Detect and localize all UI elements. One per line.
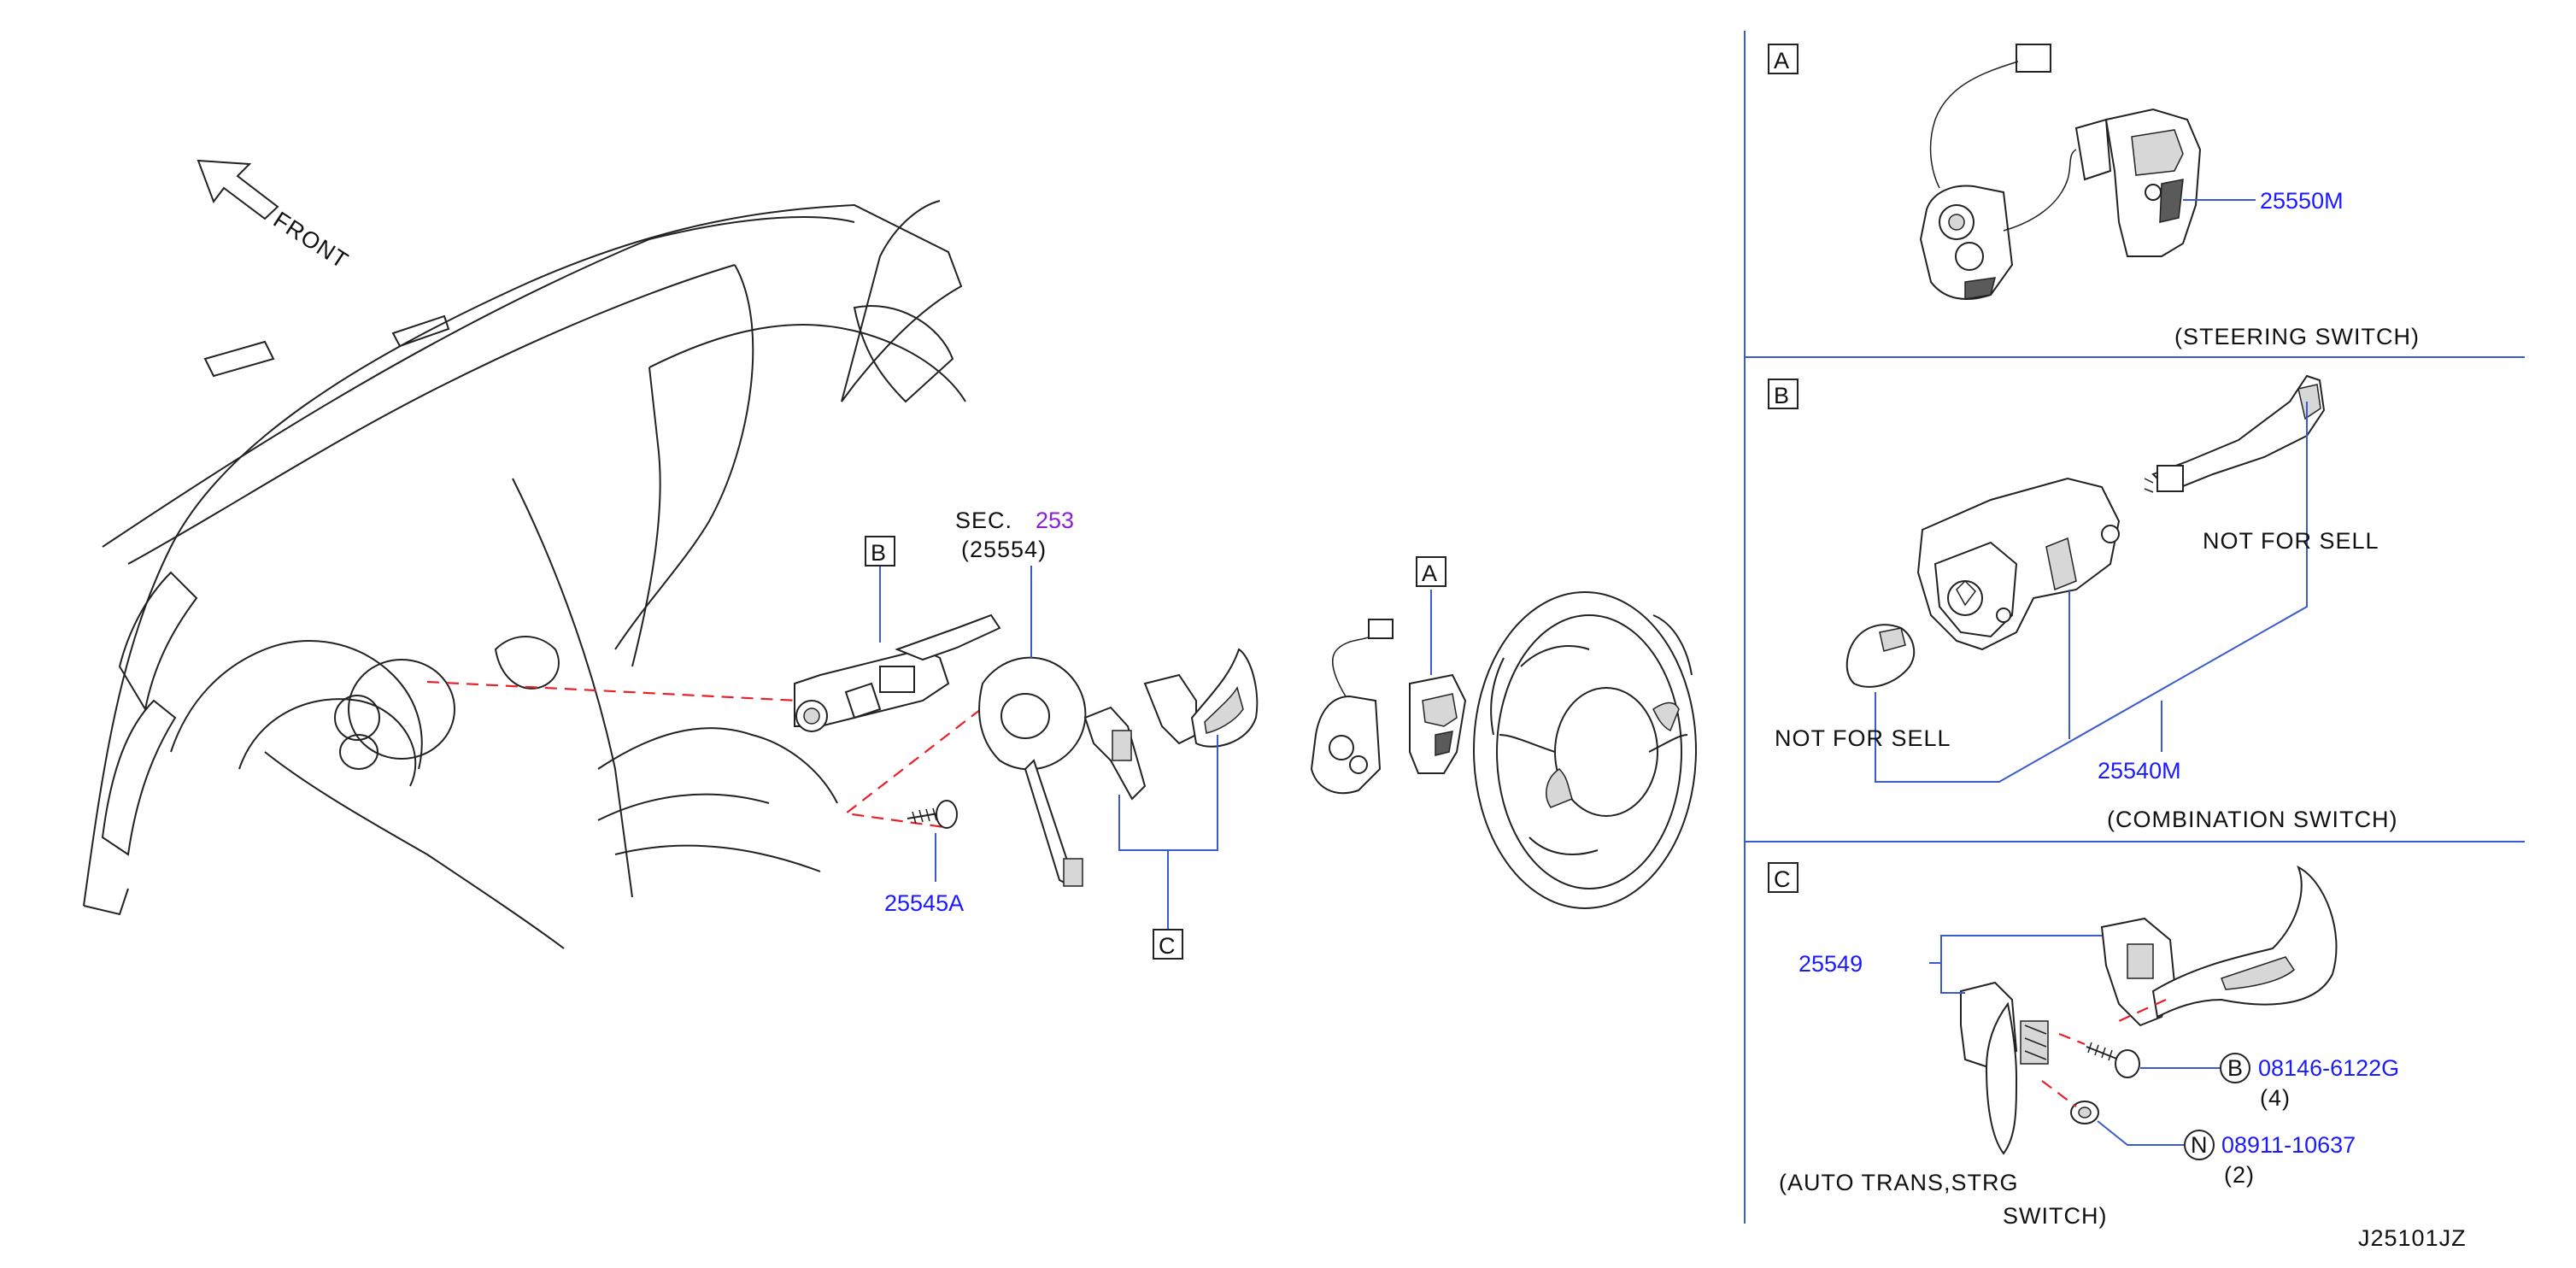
panel-a-caption: (STEERING SWITCH): [2174, 324, 2420, 349]
panel-a-letter: A: [1774, 48, 1789, 73]
nut-letter-circle: [2184, 1130, 2215, 1160]
panel-c-bolt-number: 08146-6122G: [2258, 1055, 2399, 1081]
front-arrow-icon: [197, 159, 279, 220]
callout-b: B: [871, 540, 886, 566]
front-label: FRONT: [269, 207, 354, 274]
dashboard-illustration: [83, 200, 966, 949]
nut-icon: [2070, 1101, 2099, 1124]
panel-c-caption-line1: (AUTO TRANS,STRG: [1779, 1170, 2019, 1195]
panel-b-caption: (COMBINATION SWITCH): [2107, 807, 2397, 832]
panel-b-not-for-sell-2: NOT FOR SELL: [1775, 725, 1951, 751]
callout-c-box: [1153, 929, 1183, 960]
panel-b-part-number: 25540M: [2098, 758, 2181, 784]
part-25545a: 25545A: [884, 890, 964, 916]
panel-c-box: [1768, 862, 1799, 893]
leader-nut: [2097, 1120, 2184, 1146]
panel-a-box: [1768, 44, 1799, 74]
steering-wheel: [1473, 591, 1697, 909]
panel-dividers: [1744, 31, 2525, 1224]
screw-25545a: [907, 800, 958, 829]
panel-a-part-number: 25550M: [2260, 188, 2344, 214]
combination-switch-main: [794, 613, 1001, 732]
panel-c-part-number: 25549: [1799, 951, 1863, 977]
callout-c: C: [1159, 933, 1176, 959]
callout-a: A: [1422, 561, 1437, 586]
panel-c-nut-number: 08911-10637: [2221, 1132, 2356, 1158]
diagram-code: J25101JZ: [2358, 1225, 2467, 1251]
callout-a-box: [1416, 556, 1446, 587]
assembly-dashed-lines: [426, 680, 982, 829]
panel-c-nut-letter: N: [2191, 1132, 2208, 1158]
panel-c-letter: C: [1774, 866, 1791, 892]
panel-c-caption-line2: SWITCH): [2003, 1203, 2107, 1229]
panel-b-not-for-sell-1: NOT FOR SELL: [2203, 528, 2379, 554]
panel-b-letter: B: [1774, 383, 1789, 408]
leader-25549: [1929, 935, 2102, 994]
main-leaders: [879, 566, 1432, 930]
combination-switch-detail: [1845, 374, 2326, 688]
paddle-switch-detail: [1960, 865, 2338, 1155]
steering-switch-detail: [1919, 44, 2202, 300]
panel-c-nut-qty: (2): [2224, 1162, 2255, 1188]
leader-25540m: [1875, 402, 2308, 783]
sec-part: (25554): [961, 537, 1047, 562]
paddle-shifters-main: [1083, 648, 1259, 801]
bolt-letter-circle: [2220, 1053, 2250, 1083]
callout-b-box: [865, 536, 895, 566]
sec-number: 253: [1036, 508, 1074, 533]
steering-switch-main: [1310, 619, 1467, 795]
panel-b-box: [1768, 379, 1799, 409]
bolt-icon: [2086, 1042, 2140, 1078]
panel-c-bolt-letter: B: [2227, 1055, 2243, 1081]
sec-label: SEC.: [955, 508, 1012, 533]
panel-c-dashed-lines: [2041, 998, 2167, 1107]
panel-c-bolt-qty: (4): [2260, 1085, 2291, 1111]
spiral-cable-part: [978, 656, 1087, 887]
